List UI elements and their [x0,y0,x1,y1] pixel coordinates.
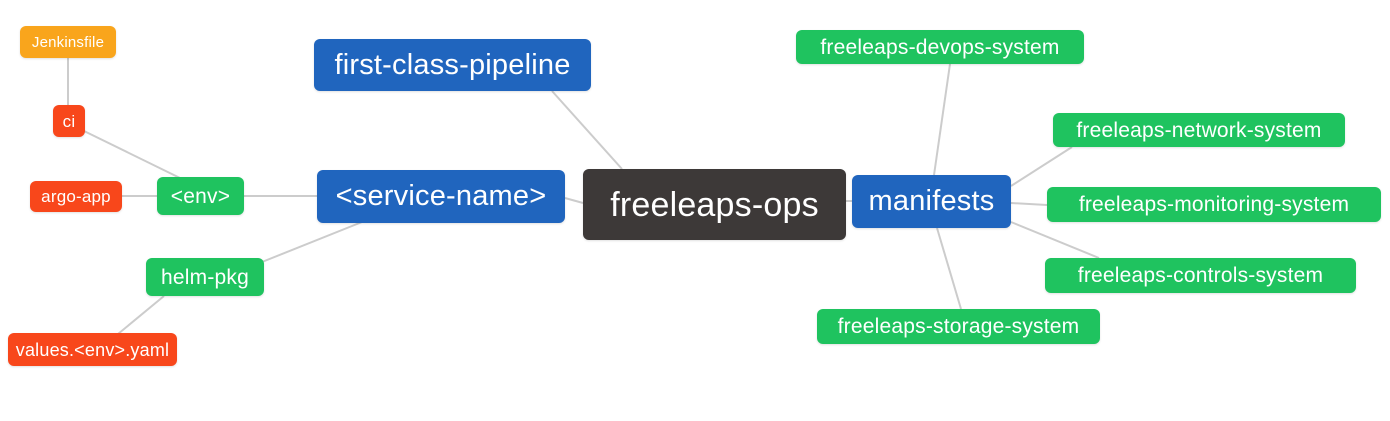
node-controls-system[interactable]: freeleaps-controls-system [1045,258,1356,293]
edge-manifests-storage [936,227,962,310]
edge-manifests-network [1010,146,1073,187]
node-service-name[interactable]: <service-name> [317,170,565,223]
node-helm-pkg[interactable]: helm-pkg [146,258,264,296]
edge-values-helm-pkg [117,295,165,335]
node-manifests[interactable]: manifests [852,175,1011,228]
edge-manifests-devops [933,63,951,176]
edge-helm-pkg-service-name [261,221,363,263]
node-jenkinsfile[interactable]: Jenkinsfile [20,26,116,58]
node-network-system[interactable]: freeleaps-network-system [1053,113,1345,147]
edge-pipeline-ops [551,90,623,170]
node-storage-system[interactable]: freeleaps-storage-system [817,309,1100,344]
node-devops-system[interactable]: freeleaps-devops-system [796,30,1084,64]
node-first-class-pipeline[interactable]: first-class-pipeline [314,39,591,91]
node-env[interactable]: <env> [157,177,244,215]
edge-manifests-controls [1010,221,1100,259]
node-freeleaps-ops[interactable]: freeleaps-ops [583,169,846,240]
node-values-env-yaml[interactable]: values.<env>.yaml [8,333,177,366]
node-ci[interactable]: ci [53,105,85,137]
edge-ci-env [83,130,181,179]
edge-service-name-ops [564,197,584,204]
edge-manifests-monitoring [1010,202,1048,206]
node-argo-app[interactable]: argo-app [30,181,122,212]
node-monitoring-system[interactable]: freeleaps-monitoring-system [1047,187,1381,222]
